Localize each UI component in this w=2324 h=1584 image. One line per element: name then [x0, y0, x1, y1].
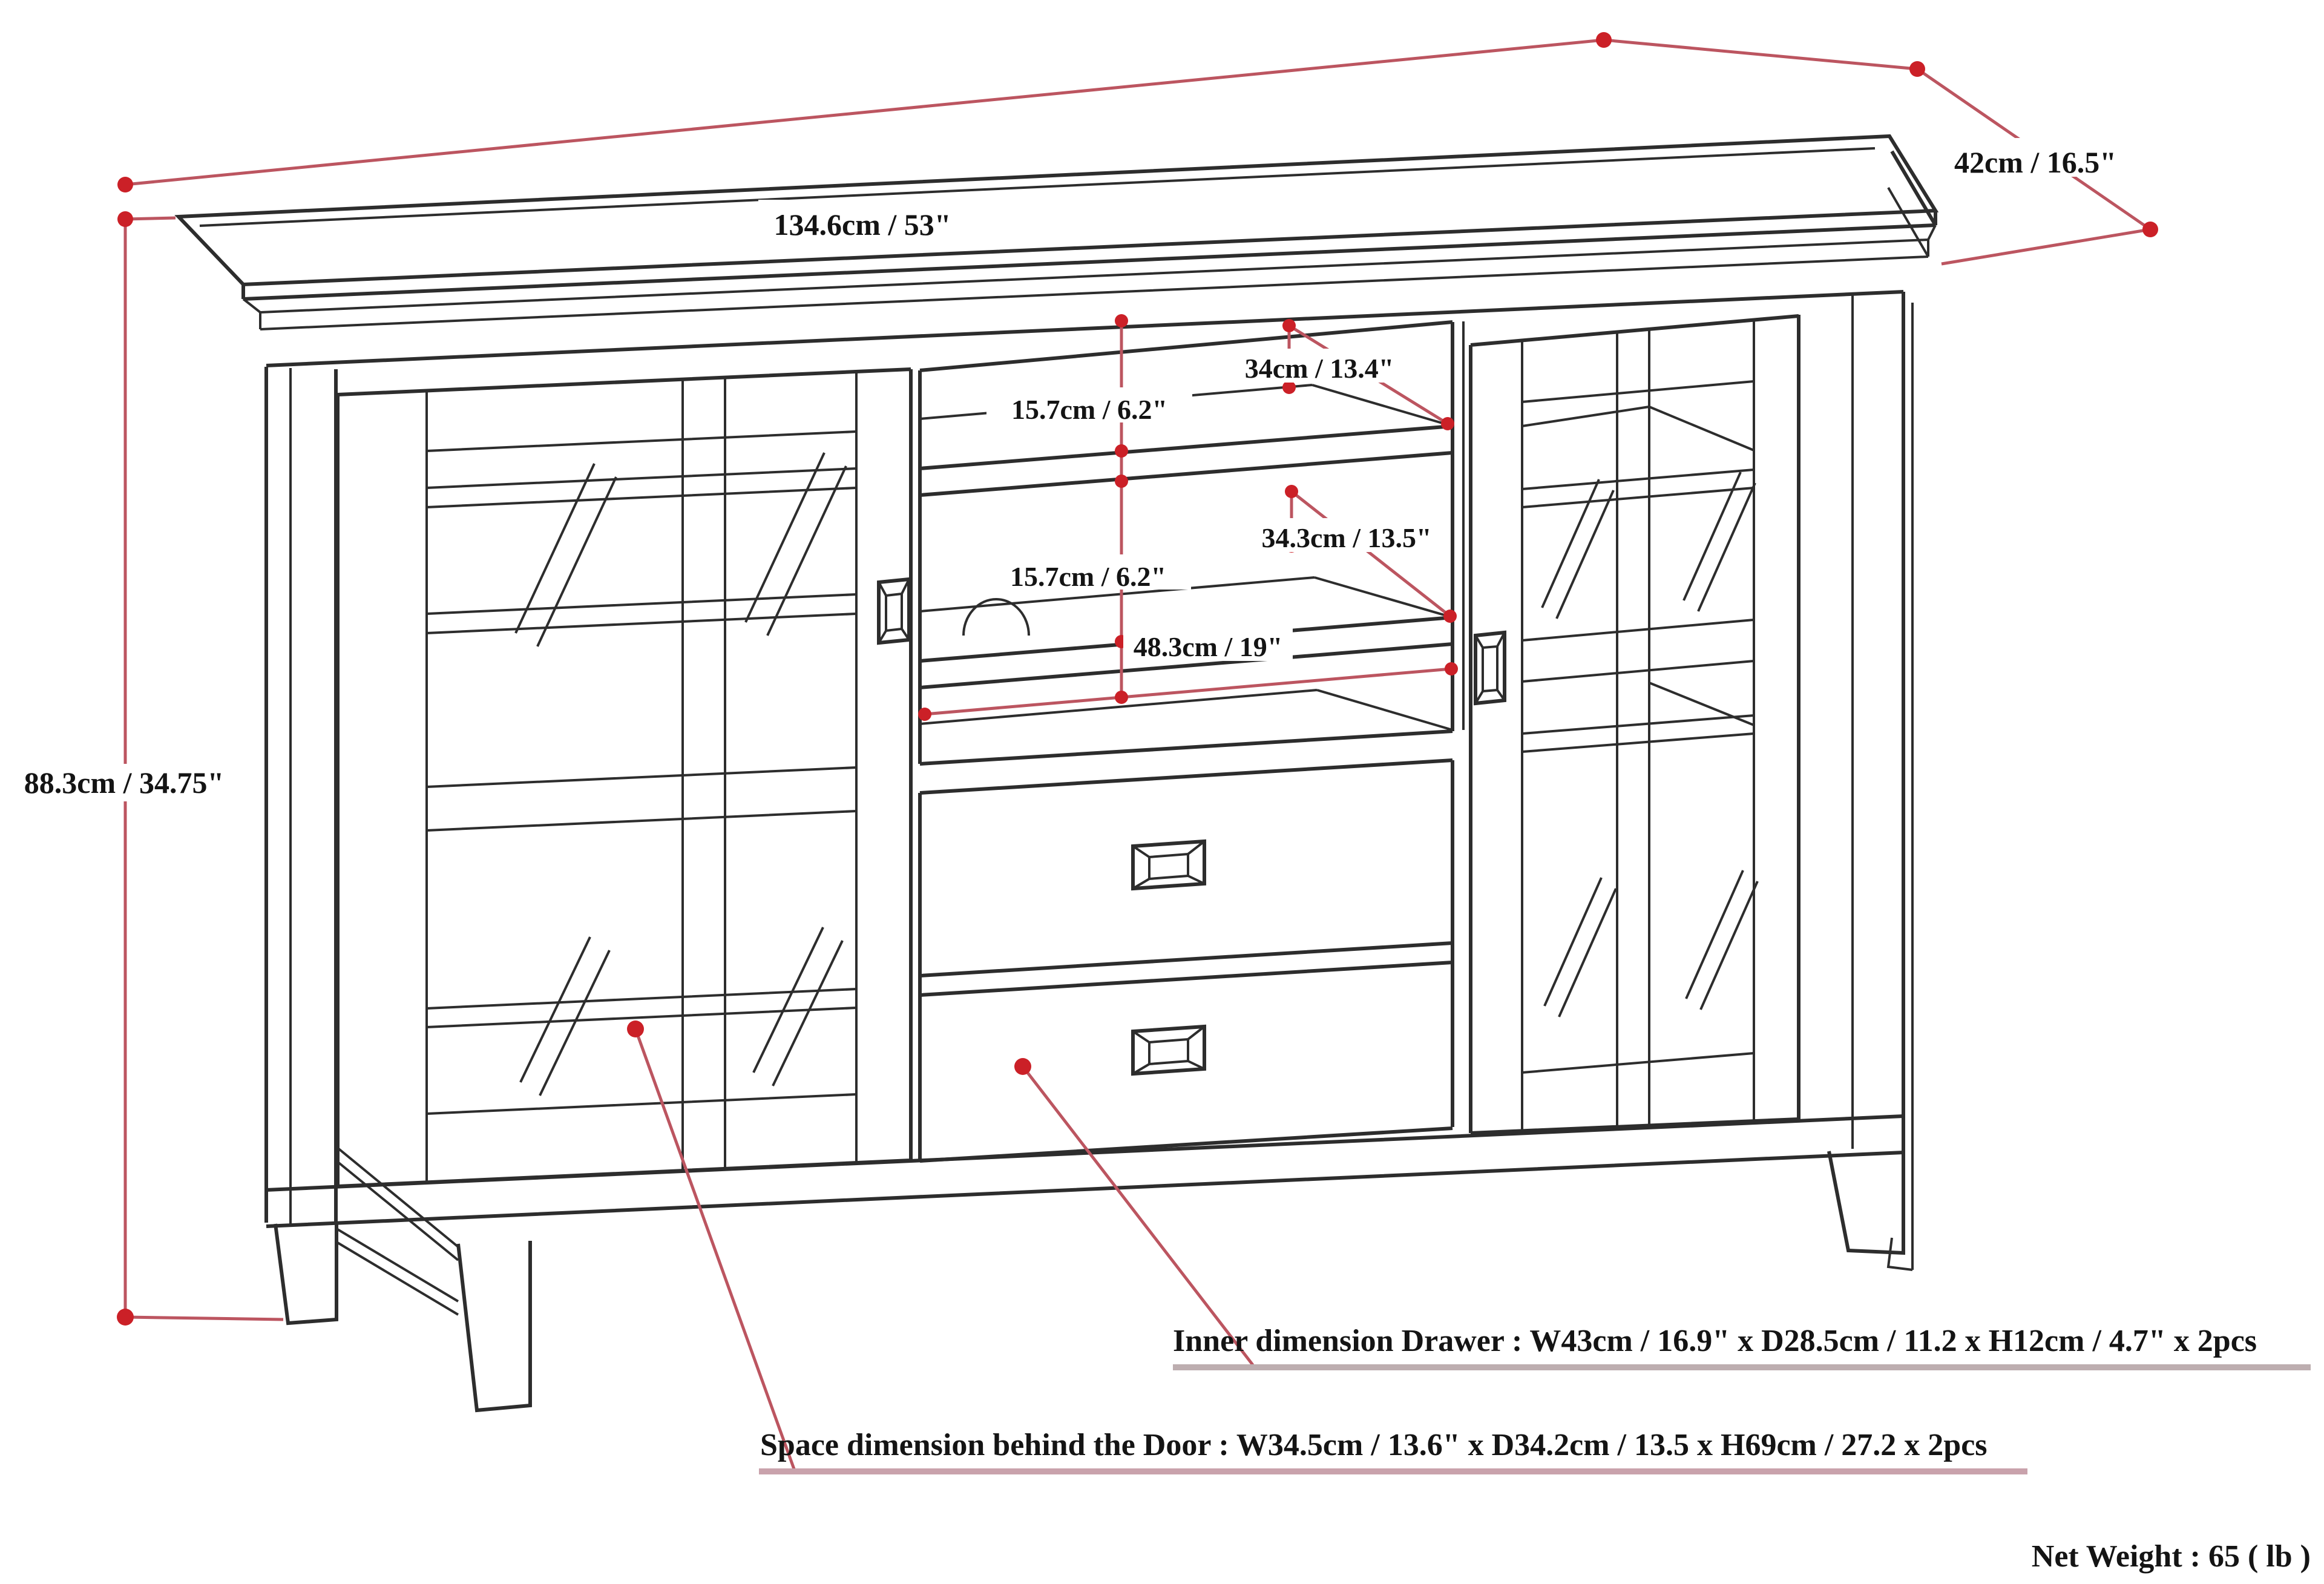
dimension-labels: 134.6cm / 53" 42cm / 16.5" 88.3cm / 34.7…	[9, 138, 2139, 801]
dim-label-height: 88.3cm / 34.75"	[24, 766, 225, 800]
dim-label-shelf-gap-upper: 15.7cm / 6.2"	[1011, 394, 1167, 425]
dim-label-shelf-gap-lower: 15.7cm / 6.2"	[1010, 561, 1166, 592]
dim-label-shelf-depth-lower: 34.3cm / 13.5"	[1261, 522, 1431, 553]
dim-label-depth: 42cm / 16.5"	[1954, 145, 2116, 179]
left-door-handle	[877, 577, 911, 645]
shelf-depth-lower-dimension-line	[1290, 490, 1451, 617]
dim-label-width: 134.6cm / 53"	[774, 208, 951, 242]
dimension-dots	[117, 32, 2158, 1326]
center-open-shelves	[918, 320, 1465, 766]
drawer-note-leader-line	[1022, 1065, 1254, 1366]
top-panel	[174, 134, 1939, 330]
note-net-weight: Net Weight : 65 ( lb )	[2032, 1539, 2311, 1574]
note-door-space: Space dimension behind the Door : W34.5c…	[760, 1428, 1988, 1462]
door-note-anchor-dot	[627, 1020, 644, 1037]
annotation-notes: Inner dimension Drawer : W43cm / 16.9" x…	[760, 1324, 2311, 1574]
right-door-handle	[1474, 630, 1506, 706]
drawers	[918, 758, 1454, 1163]
drawer-note-anchor-dot	[1014, 1058, 1031, 1075]
bottom-drawer-handle	[1131, 1024, 1206, 1076]
width-dimension-line	[125, 38, 1604, 186]
dim-label-opening-width: 48.3cm / 19"	[1134, 631, 1283, 662]
right-glass-door	[1469, 314, 1800, 1135]
legs	[274, 303, 1914, 1413]
door-note-leader-line	[634, 1028, 796, 1470]
note-drawer-inner: Inner dimension Drawer : W43cm / 16.9" x…	[1173, 1324, 2257, 1358]
opening-width-dimension-line	[924, 667, 1452, 716]
cabinet-body-frame	[264, 290, 1905, 1228]
note-underlines	[759, 1364, 2311, 1474]
top-drawer-handle	[1131, 839, 1206, 891]
cable-hole	[962, 598, 1030, 636]
left-glass-door	[336, 367, 913, 1188]
dim-label-shelf-depth-upper: 34cm / 13.4"	[1245, 353, 1394, 384]
